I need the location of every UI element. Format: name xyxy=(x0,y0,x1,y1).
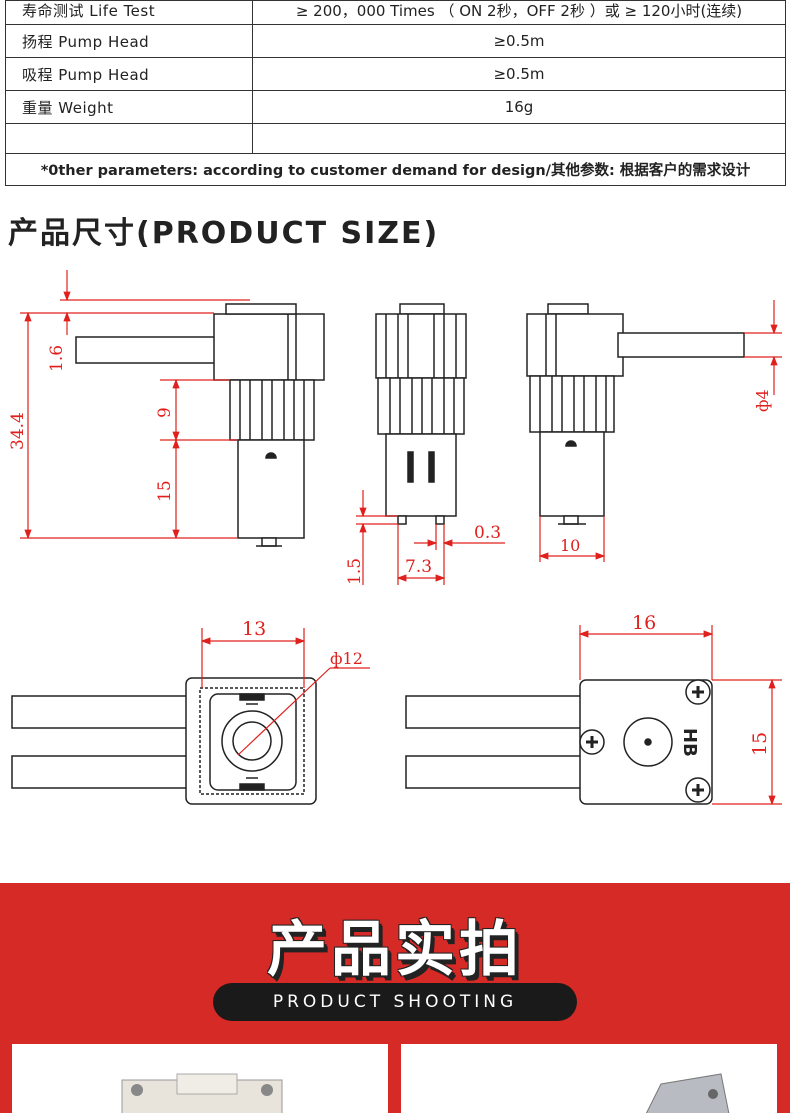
spec-note: *0ther parameters: according to customer… xyxy=(5,153,786,186)
dimension-lines-bottom-left xyxy=(200,628,370,756)
spec-value: ≥0.5m xyxy=(252,57,786,91)
spec-value: ≥ 200，000 Times （ ON 2秒，OFF 2秒 ）或 ≥ 120小… xyxy=(252,0,786,25)
table-note-row: *0ther parameters: according to customer… xyxy=(5,153,786,186)
dim-1-6: 1.6 xyxy=(47,345,67,372)
table-row: 扬程 Pump Head ≥0.5m xyxy=(5,24,786,58)
dim-16: 16 xyxy=(632,612,656,634)
side-view-right xyxy=(526,303,745,525)
dimension-lines-bottom-right xyxy=(578,625,782,806)
spec-label: 重量 Weight xyxy=(5,90,253,124)
product-photo xyxy=(12,1044,388,1113)
brand-mark: HB xyxy=(679,728,700,757)
table-row-empty xyxy=(5,123,786,154)
front-view xyxy=(375,303,467,525)
table-row: 重量 Weight 16g xyxy=(5,90,786,124)
side-view-left xyxy=(75,303,325,547)
dim-15-side: 15 xyxy=(155,480,175,502)
dim-1-5: 1.5 xyxy=(345,558,365,585)
product-photo-image xyxy=(645,1073,730,1113)
dimension-lines-right xyxy=(538,300,782,562)
product-photo-image xyxy=(121,1073,283,1113)
dim-9: 9 xyxy=(155,407,175,418)
spec-value: ≥0.5m xyxy=(252,24,786,58)
product-photo xyxy=(401,1044,777,1113)
dim-0-3: 0.3 xyxy=(474,523,501,543)
product-shooting-section: 产品实拍 PRODUCT SHOOTING xyxy=(0,883,790,1113)
spec-value: 16g xyxy=(252,90,786,124)
dimension-lines-left xyxy=(20,270,250,540)
spec-label: 寿命测试 Life Test xyxy=(5,0,253,25)
spec-label: 吸程 Pump Head xyxy=(5,57,253,91)
dimension-lines-front xyxy=(356,490,505,585)
dim-phi-12: ф12 xyxy=(330,649,363,668)
technical-drawing: 1.6 34.4 9 15 1.5 7.3 0.3 xyxy=(8,270,782,806)
shooting-subtitle: PRODUCT SHOOTING xyxy=(213,983,577,1021)
bottom-view-left xyxy=(11,677,317,805)
dim-phi-4: ф4 xyxy=(753,389,772,412)
table-row: 寿命测试 Life Test ≥ 200，000 Times （ ON 2秒，O… xyxy=(5,0,786,25)
dim-15-bottom: 15 xyxy=(749,732,771,756)
section-title: 产品尺寸(PRODUCT SIZE) xyxy=(8,216,440,251)
shooting-title: 产品实拍 xyxy=(267,915,523,985)
bottom-view-right xyxy=(405,679,713,805)
dim-10: 10 xyxy=(560,536,580,555)
spec-label: 扬程 Pump Head xyxy=(5,24,253,58)
table-row: 吸程 Pump Head ≥0.5m xyxy=(5,57,786,91)
dim-34-4: 34.4 xyxy=(8,412,28,450)
dim-13: 13 xyxy=(242,618,266,640)
spec-table: 寿命测试 Life Test ≥ 200，000 Times （ ON 2秒，O… xyxy=(5,0,786,186)
dim-7-3: 7.3 xyxy=(405,557,432,577)
